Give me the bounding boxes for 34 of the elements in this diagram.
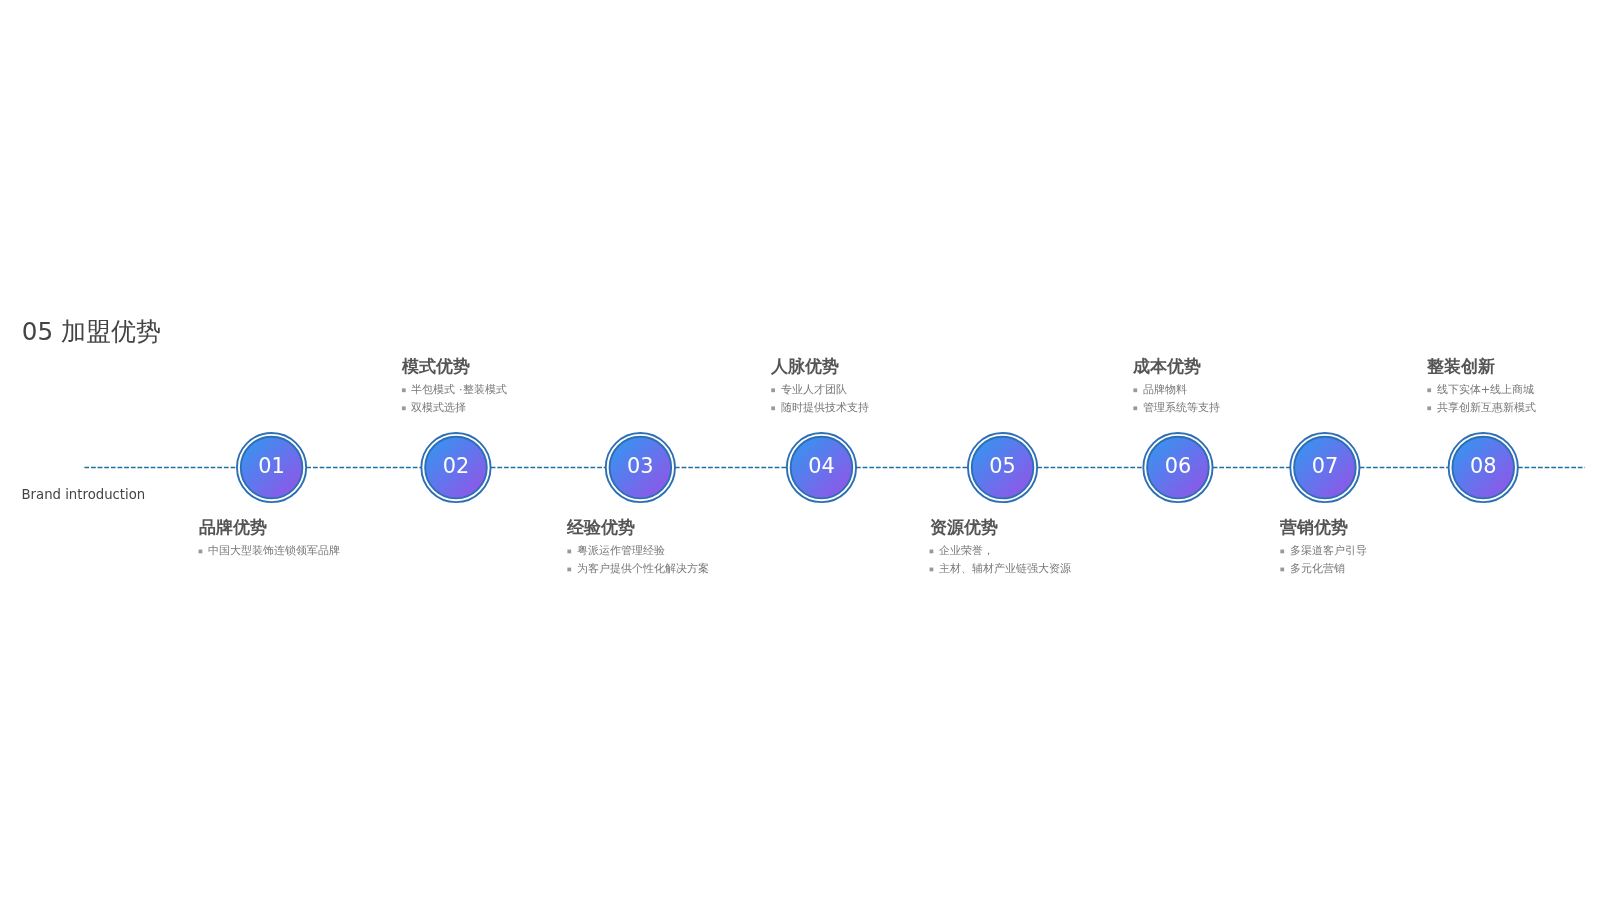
node-label: 营销优势 [1280, 517, 1349, 538]
node-label: 企业荣誉， [939, 543, 995, 558]
connector [674, 466, 788, 469]
connector [1212, 466, 1291, 469]
connector [1036, 466, 1144, 469]
node-label: 品牌物料 [1142, 382, 1187, 397]
connector [83, 466, 238, 469]
node-label: 整装创新 [1427, 356, 1496, 377]
node-label: 主材、辅材产业链强大资源 [939, 561, 1072, 576]
connector [855, 466, 969, 469]
node-label: 共享创新互惠新模式 [1436, 400, 1536, 415]
node-label: 半包模式 ·整装模式 [411, 382, 507, 397]
label: Brand introduction [21, 486, 146, 502]
connector [1359, 466, 1450, 469]
node-label: 多元化营销 [1289, 561, 1345, 576]
node-label: 为客户提供个性化解决方案 [576, 561, 709, 576]
node-label: 人脉优势 [771, 356, 840, 377]
node-label: 成本优势 [1133, 356, 1202, 377]
node-label: 专业人才团队 [780, 382, 847, 397]
connector [490, 466, 607, 469]
node-label: 模式优势 [401, 356, 470, 377]
node-label: 线下实体+线上商城 [1436, 382, 1535, 397]
node-label: 随时提供技术支持 [780, 400, 869, 415]
node-label: 粤派运作管理经验 [576, 543, 665, 558]
node-label: 经验优势 [567, 517, 636, 538]
connector [305, 466, 422, 469]
connector [1517, 466, 1586, 469]
node-label: 资源优势 [929, 517, 998, 538]
node-label: 双模式选择 [411, 400, 467, 415]
node-label: 品牌优势 [198, 517, 267, 538]
node-label: 中国大型装饰连锁领军品牌 [208, 543, 341, 558]
diagram-title: 05 加盟优势 [21, 317, 162, 347]
node-label: 管理系统等支持 [1142, 400, 1220, 415]
node-label: 多渠道客户引导 [1289, 543, 1367, 558]
